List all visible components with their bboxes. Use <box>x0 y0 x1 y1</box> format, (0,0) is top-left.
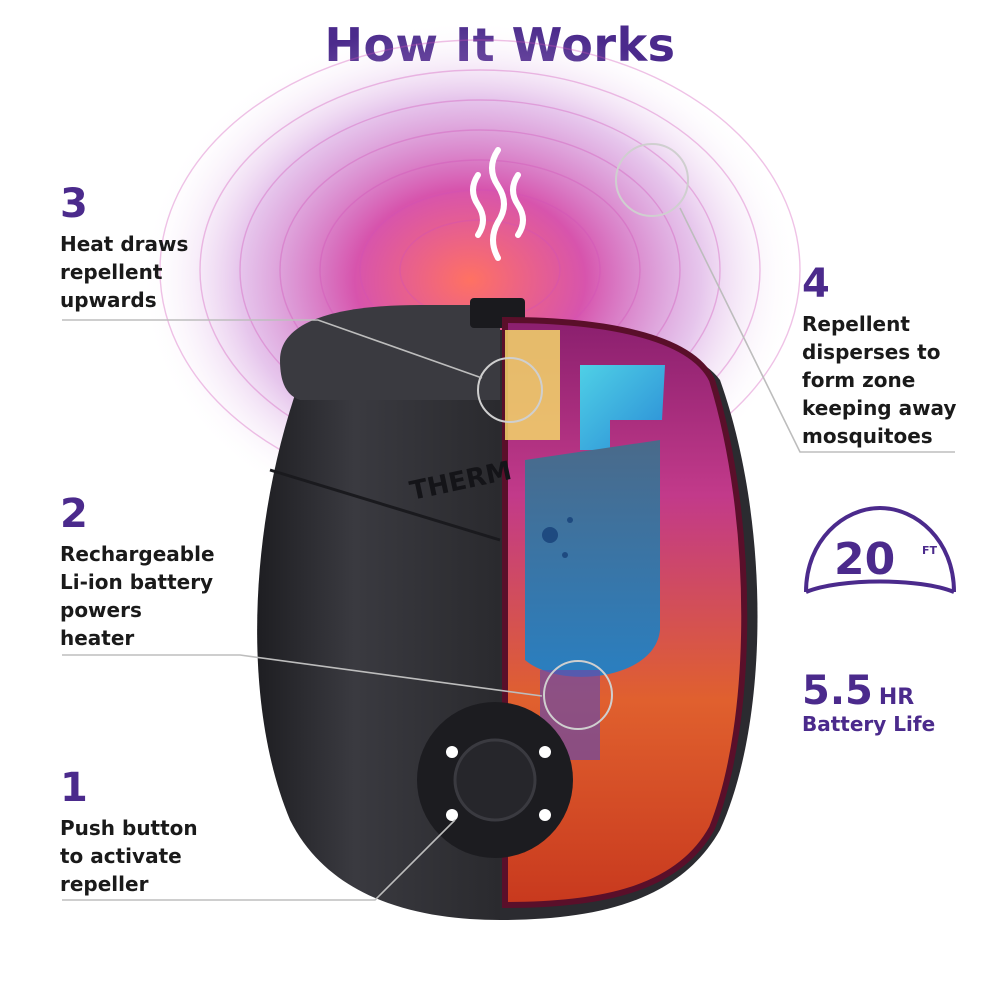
battery-label: Battery Life <box>802 712 936 736</box>
step-4-text: Repellent disperses to form zone keeping… <box>802 312 957 448</box>
step-4: 4 Repellent disperses to form zone keepi… <box>802 262 956 450</box>
range-unit: FT <box>922 544 938 557</box>
step-1-number: 1 <box>60 765 88 811</box>
callout-markers <box>477 143 689 730</box>
step-3-text: Heat draws repellent upwards <box>60 232 189 312</box>
step-2-text: Rechargeable Li-ion battery powers heate… <box>60 542 215 650</box>
step-2: 2 Rechargeable Li-ion battery powers hea… <box>60 492 215 652</box>
range-badge: 20 FT <box>800 500 960 600</box>
step-2-number: 2 <box>60 491 88 537</box>
battery-unit: HR <box>878 685 915 710</box>
battery-value: 5.5 <box>802 668 873 714</box>
step-1: 1 Push button to activate repeller <box>60 766 198 898</box>
heat-waves-icon <box>470 147 526 261</box>
range-value: 20 <box>834 534 896 585</box>
power-button <box>417 702 573 858</box>
step-4-number: 4 <box>802 261 830 307</box>
step-1-text: Push button to activate repeller <box>60 816 198 896</box>
step-3: 3 Heat draws repellent upwards <box>60 182 188 314</box>
leader-lines <box>62 207 955 901</box>
step-3-number: 3 <box>60 181 88 227</box>
dome-icon <box>804 505 956 594</box>
